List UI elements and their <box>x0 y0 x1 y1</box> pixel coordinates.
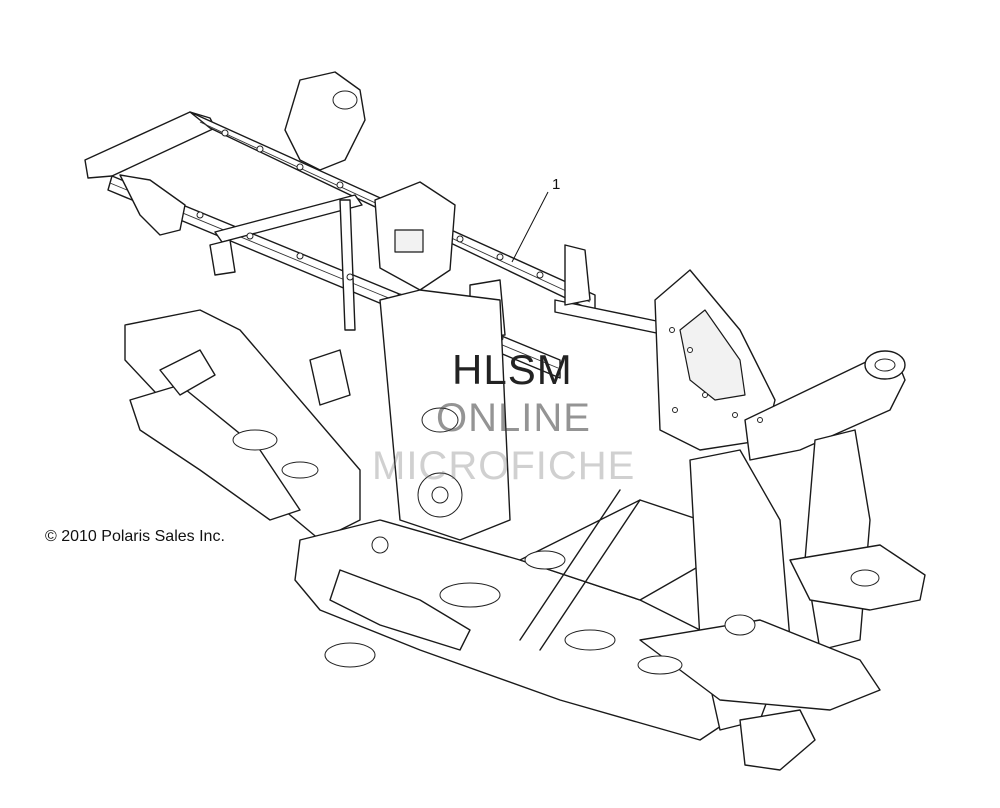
watermark-line-2: ONLINE <box>436 396 591 440</box>
front-tower <box>654 269 926 651</box>
lower-chassis <box>124 289 881 771</box>
callout-number: 1 <box>552 176 561 193</box>
watermark-line-1: HLSM <box>452 346 573 393</box>
watermark-line-3: MICROFICHE <box>372 444 636 488</box>
copyright-text: © 2010 Polaris Sales Inc. <box>45 528 225 545</box>
